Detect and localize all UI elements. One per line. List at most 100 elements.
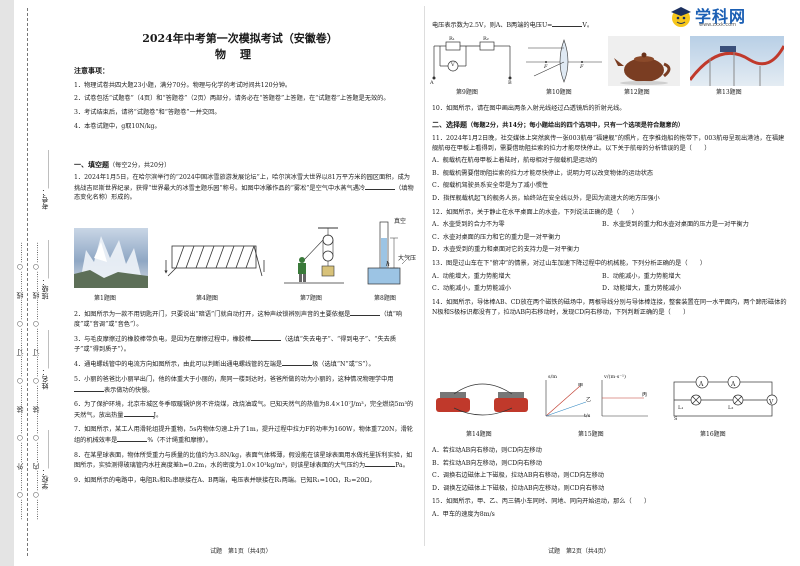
graph-s-axis-label: s/m	[548, 374, 557, 380]
option[interactable]: D．指挥舰载机起飞的舰务人员，始终站在安全线以外，是因为流速大的地方压强小	[432, 195, 660, 203]
section2-head: 二、选择题（每题2分，共14分；每小题给出的四个选项中，只有一个选项是符合题意的…	[432, 120, 685, 129]
binding-strip: ………○………外………○………装………○………订………○………线………○……… …	[0, 0, 52, 566]
notice-item: 4．本卷试题中，g取10N/kg。	[74, 122, 161, 130]
option[interactable]: D．调换左边磁体上下磁极，拉动AB向左移动，则CD向右移动	[432, 484, 605, 492]
class-field[interactable]: 班级：___________	[41, 240, 49, 300]
fig-caption: 第15题图	[578, 431, 604, 438]
question-5: 5．小丽的爸爸比小丽早出门，他的体重大于小丽的，爬同一楼到达时，爸爸所做的功为小…	[74, 376, 394, 394]
lens-diagram-10	[526, 39, 602, 83]
option[interactable]: B．舰载机需要借助阻拦索的拉力才能尽快停止，说明力可以改变物体的运动状态	[432, 169, 654, 177]
lamp-l1-label: L₁	[678, 405, 684, 411]
pressure-label: 大气压	[398, 255, 417, 262]
option[interactable]: D．水壶受到的重力和桌面对它的支持力是一对平衡力	[432, 246, 580, 254]
question-6: 6．为了保护环境，北京市城区冬季取暖锅炉房不许烧煤，改烧油或气。已知天然气的热值…	[74, 401, 414, 419]
question-1: 1．2024年1月5日，在哈尔滨举行的“2024中国冰雪旅游发展论坛”上，哈尔滨…	[74, 174, 414, 202]
answer-blank[interactable]	[552, 20, 583, 27]
vacuum-label: 真空	[394, 218, 407, 225]
focus-left-label: F	[544, 64, 548, 70]
questions-2-9: 2．如图所示为一款不用钥匙开门，只要说出“暗语”门就自动打开，这种声纹锁辨别声音…	[74, 309, 414, 486]
teapot-photo	[608, 36, 680, 86]
answer-blank[interactable]	[282, 359, 313, 367]
question-11: 11．2024年1月2日晚，社交媒体上突然疯传一张003航母“福建舰”的照片，在…	[432, 135, 785, 152]
pulley-worker-diagram	[284, 227, 344, 284]
circuit-diagram-16	[673, 376, 778, 417]
fig-caption: 第9题图	[456, 89, 478, 96]
option[interactable]: D．动能增大，重力势能减小	[602, 285, 682, 293]
question-2: 2．如图所示为一款不用钥匙开门，只要说出“暗语”门就自动打开，这种声纹锁辨别声音…	[74, 309, 403, 328]
option[interactable]: A．动能增大，重力势能增大	[432, 272, 511, 280]
motion-graphs-15	[545, 380, 648, 417]
question-14: 14．如图所示，导体棒AB、CD放在两个磁铁的磁场中，两根导线分别与导体棒连接，…	[432, 298, 787, 316]
answer-blank[interactable]	[365, 183, 396, 190]
fig-caption: 第14题图	[466, 431, 492, 438]
terminal-b-label: B	[508, 80, 512, 86]
question-13: 13．图是过山车在下“俯冲”的情景，对过山车加速下降过程中的机械能，下列分析正确…	[432, 260, 707, 268]
fig-caption: 第10题图	[546, 89, 572, 96]
fig-caption: 第12题图	[624, 89, 650, 96]
option[interactable]: A．若拉动AB向右移动，则CD向左移动	[432, 447, 542, 454]
question-9-cont: 电压表示数为2.5V，则A、B两端的电压U=V。	[432, 20, 594, 29]
question-15: 15．如图所示，甲、乙、丙三辆小车同时、同地、同向开始运动，那么（ ）	[432, 498, 651, 506]
page-footer-right: 试题 第2页（共4页）	[548, 548, 610, 555]
ice-sculpture-photo	[74, 228, 148, 288]
question-4: 4．通电螺线管中的电流方向如图所示，由此可以判断出通电螺线管的左端是极（选填“N…	[74, 359, 375, 369]
question-7: 7．如图所示，某工人用滑轮组提升重物，5s内物体匀速上升了1m，提升过程中拉力F…	[74, 426, 413, 445]
question-9: 9．如图所示的电路中，电阻R₁和R₂串联接在A、B两端，电压表并联接在R₁两端。…	[74, 476, 376, 484]
answer-blank[interactable]	[251, 334, 282, 342]
graduation-cap-icon	[671, 7, 691, 27]
notice-item: 2．试卷包括“试题卷”（4页）和“答题卷”（2页）两部分，请务必在“答题卷”上答…	[74, 95, 390, 103]
series-jia-label: 甲	[578, 383, 584, 389]
torricelli-diagram	[367, 221, 411, 285]
option[interactable]: A．舰载机在航母甲板上着陆时，航母相对于舰载机是运动的	[432, 157, 598, 165]
section1-heading: 一、填空题	[74, 160, 109, 169]
lamp-l2-label: L₂	[728, 405, 734, 411]
option[interactable]: A．甲车的速度为8m/s	[432, 511, 495, 519]
voltmeter-16-label: V	[769, 399, 774, 406]
magnets-diagram-14	[436, 383, 528, 416]
binding-margin	[0, 0, 14, 566]
questions-11-13: 11．2024年1月2日晚，社交媒体上突然疯传一张003航母“福建舰”的照片，在…	[432, 134, 788, 317]
answer-blank[interactable]	[117, 435, 148, 443]
option[interactable]: B．动能减小，重力势能增大	[602, 272, 681, 280]
question-3: 3．与毛皮摩擦过的橡胶棒带负电，是因为在摩擦过程中，橡胶棒（选填“失去电子”、“…	[74, 334, 397, 353]
school-field[interactable]: 学校：___________	[41, 430, 49, 490]
height-label: h	[386, 261, 390, 268]
brand-logo: 学科网 www.zxxk.com	[665, 2, 795, 30]
answer-blank[interactable]	[350, 309, 381, 316]
r2-label: R₂	[483, 36, 489, 42]
page-footer-left: 试题 第1页（共4页）	[210, 548, 272, 555]
outer-seal-text: ………○………外………○………装………○………订………○………线………○………	[16, 242, 24, 520]
fig-caption: 第1题图	[94, 295, 116, 302]
answer-blank[interactable]	[74, 385, 104, 392]
fig-caption: 第8题图	[374, 295, 396, 302]
logo-text: 学科网	[695, 7, 747, 26]
series-bing-label: 丙	[642, 392, 648, 398]
notice-heading: 注意事项：	[74, 66, 109, 75]
option[interactable]: B．水壶受到的重力和水壶对桌面的压力是一对平衡力	[602, 221, 749, 229]
graph-t-axis-label: t/s	[584, 413, 591, 419]
answer-blank[interactable]	[123, 410, 154, 417]
question-8: 8．在某星球表面，物体所受重力与质量的比值约为3.8N/kg，表面气体稀薄，假设…	[74, 451, 413, 470]
option[interactable]: C．舰载机驾驶员系安全带是为了减小惯性	[432, 182, 549, 190]
option[interactable]: C．动能减小，重力势能减小	[432, 285, 511, 293]
switch-s-label: S	[674, 416, 678, 422]
option[interactable]: B．若拉动AB向左移动，则CD向右移动	[432, 459, 542, 467]
questions-14-15-options: A．若拉动AB向右移动，则CD向左移动 B．若拉动AB向左移动，则CD向右移动 …	[432, 446, 788, 520]
option[interactable]: C．调换右边磁体上下磁极，拉动AB向右移动，则CD向左移动	[432, 472, 604, 480]
roller-coaster-photo	[690, 36, 784, 86]
option[interactable]: A．水壶受到的合力不为零	[432, 221, 505, 229]
subject-title: 物理	[215, 48, 265, 61]
answer-blank[interactable]	[365, 460, 396, 468]
notice-item: 1．物理试卷共四大题23小题，满分70分。物理与化学的考试时间共120分钟。	[74, 81, 292, 89]
name-field[interactable]: 姓名：___________	[41, 330, 49, 390]
exam-number-field[interactable]: 考号：___________	[41, 150, 49, 210]
fig-caption: 第7题图	[300, 295, 322, 302]
q13-options: A．动能增大，重力势能增大 B．动能减小，重力势能增大 C．动能减小，重力势能减…	[432, 272, 788, 294]
ammeter-1-label: A	[699, 381, 704, 388]
solenoid-diagram	[164, 245, 265, 277]
logo-url: www.zxxk.com	[699, 22, 737, 28]
ammeter-2-label: A	[731, 381, 736, 388]
option[interactable]: C．水壶对桌面的压力和它的重力是一对平衡力	[432, 233, 561, 241]
series-yi-label: 乙	[586, 397, 592, 403]
circuit-diagram-9	[432, 41, 512, 80]
